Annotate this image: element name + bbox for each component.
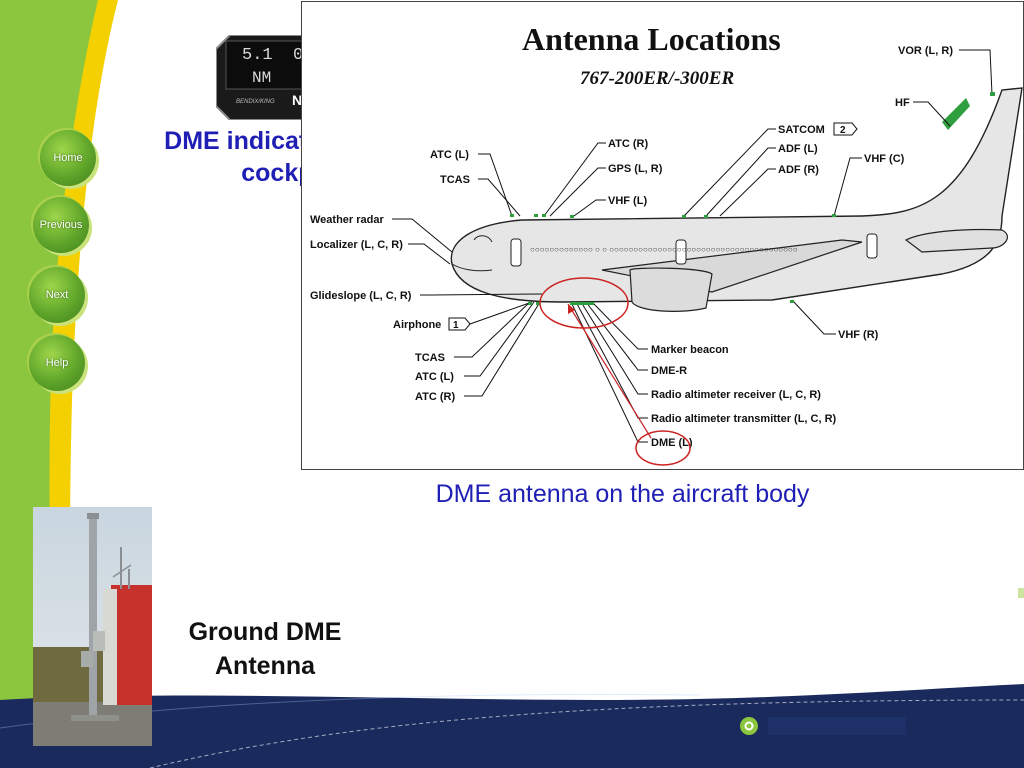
label-ra-transmitter: Radio altimeter transmitter (L, C, R)	[651, 413, 837, 425]
label-vhf-r: VHF (R)	[838, 329, 879, 341]
label-vor: VOR (L, R)	[898, 45, 953, 57]
svg-text:○○○○○○○○○○○○○ ○ ○ ○○○○○○○○○○○○: ○○○○○○○○○○○○○ ○ ○ ○○○○○○○○○○○○○○○○○○○○○○…	[530, 245, 798, 254]
label-airphone: Airphone	[393, 319, 441, 331]
label-vhf-l: VHF (L)	[608, 195, 647, 207]
aircraft-silhouette: ○○○○○○○○○○○○○ ○ ○ ○○○○○○○○○○○○○○○○○○○○○○…	[450, 87, 1023, 312]
ground-caption: Ground DME Antenna	[188, 618, 342, 680]
fuselage-highlight-circle	[539, 277, 629, 329]
highlight-arrow	[567, 303, 652, 439]
label-atc-l-bot: ATC (L)	[415, 371, 454, 383]
antenna-locations-diagram: Antenna Locations 767-200ER/-300ER ○○○○○…	[301, 1, 1024, 470]
label-atc-r-bot: ATC (R)	[415, 391, 455, 403]
label-vhf-c: VHF (C)	[864, 153, 905, 165]
dme-l-highlight-circle	[635, 430, 691, 466]
help-button-label: Help	[45, 357, 69, 369]
label-airphone-num: 1	[453, 320, 459, 331]
help-button[interactable]: Help	[29, 335, 85, 391]
diagram-subtitle: 767-200ER/-300ER	[580, 68, 734, 89]
aircraft-caption: DME antenna on the aircraft body	[435, 480, 810, 508]
label-glideslope: Glideslope (L, C, R)	[310, 290, 412, 302]
label-tcas-bot: TCAS	[415, 352, 445, 364]
label-marker-beacon: Marker beacon	[651, 344, 729, 356]
next-button[interactable]: Next	[29, 267, 85, 323]
previous-button-label: Previous	[39, 219, 83, 231]
label-ra-receiver: Radio altimeter receiver (L, C, R)	[651, 389, 821, 401]
label-gps: GPS (L, R)	[608, 163, 663, 175]
diagram-title: Antenna Locations	[522, 21, 781, 57]
label-adf-r: ADF (R)	[778, 164, 819, 176]
label-atc-r: ATC (R)	[608, 138, 648, 150]
label-dme-l: DME (L)	[651, 437, 693, 449]
label-satcom-num: 2	[840, 125, 846, 136]
label-atc-l-top: ATC (L)	[430, 149, 469, 161]
home-button[interactable]: Home	[40, 130, 96, 186]
next-button-label: Next	[45, 289, 69, 301]
home-button-label: Home	[53, 152, 83, 164]
dme-brand: BENDIX/KING	[236, 99, 275, 105]
label-tcas-top: TCAS	[440, 174, 470, 186]
label-hf: HF	[895, 97, 910, 109]
label-adf-l: ADF (L)	[778, 143, 818, 155]
label-weather-radar: Weather radar	[310, 214, 384, 226]
previous-button[interactable]: Previous	[33, 197, 89, 253]
label-dme-r: DME-R	[651, 365, 687, 377]
ground-dme-antenna-photo	[33, 507, 152, 746]
label-satcom: SATCOM	[778, 124, 825, 136]
footer-logo	[740, 717, 906, 735]
label-localizer: Localizer (L, C, R)	[310, 239, 403, 251]
